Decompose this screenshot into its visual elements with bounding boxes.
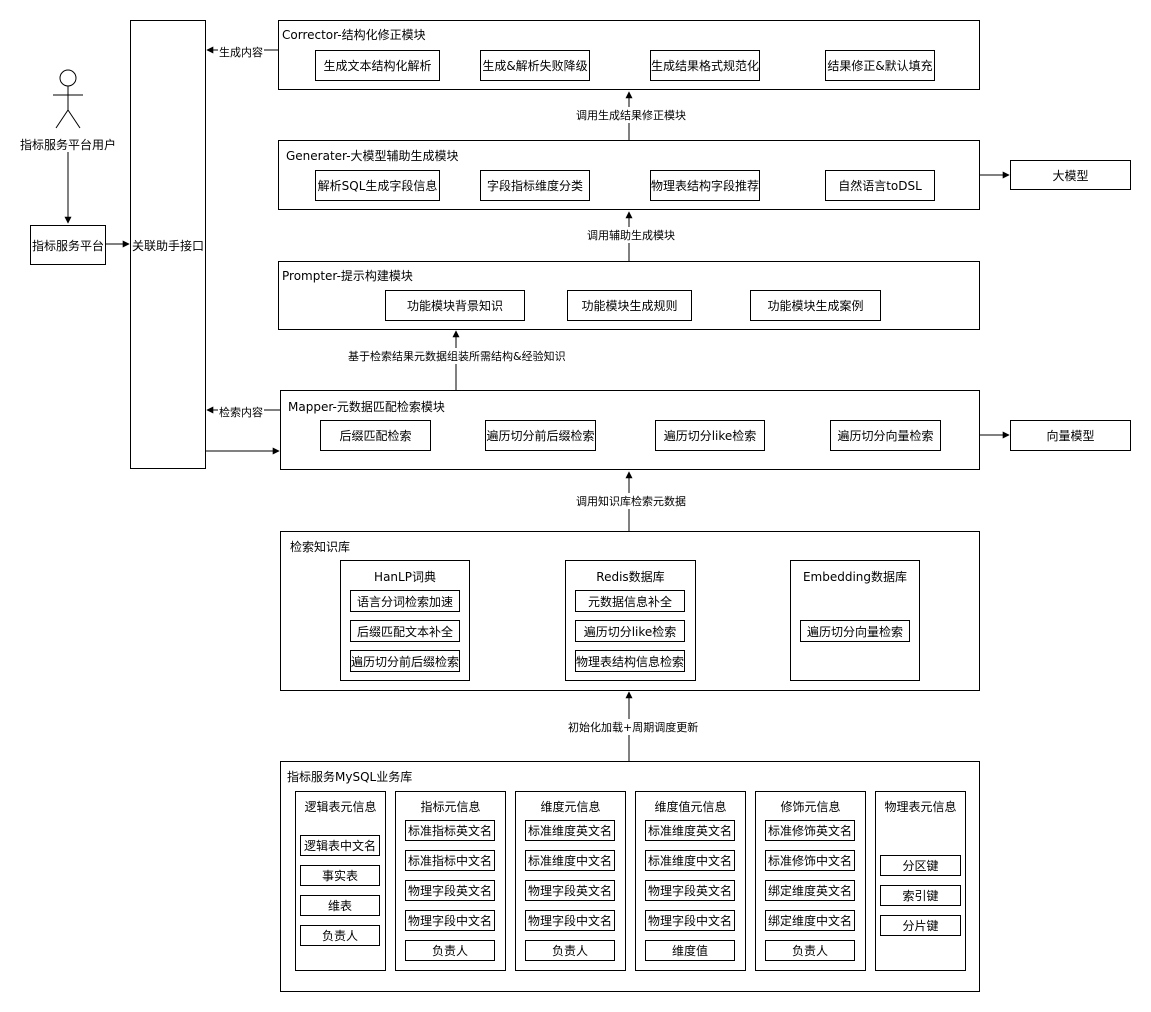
corrector-item: 生成结果格式规范化 — [650, 50, 760, 81]
user-icon — [53, 69, 83, 129]
mysql-group-title: 指标元信息 — [420, 800, 481, 814]
kb-redis-item: 遍历切分like检索 — [575, 620, 685, 642]
kb-hanlp-item: 后缀匹配文本补全 — [350, 620, 460, 642]
mysql-group-title: 维度值元信息 — [654, 800, 727, 814]
mysql-group-item: 物理字段英文名 — [525, 880, 615, 901]
mysql-group-item: 逻辑表中文名 — [300, 835, 380, 856]
edge-label-call-kb: 调用知识库检索元数据 — [575, 493, 687, 509]
mysql-group-item: 物理字段英文名 — [405, 880, 495, 901]
generator-item: 字段指标维度分类 — [480, 170, 590, 201]
corrector-item: 生成文本结构化解析 — [315, 50, 440, 81]
mysql-group-item: 维表 — [300, 895, 380, 916]
edge-label-init-load: 初始化加载+周期调度更新 — [567, 719, 700, 735]
mysql-group-physical — [875, 791, 966, 971]
mapper-item: 遍历切分向量检索 — [830, 420, 941, 451]
mysql-group-item: 绑定维度中文名 — [765, 910, 855, 931]
kb-embedding-title: Embedding数据库 — [802, 570, 908, 584]
interface-box — [130, 20, 206, 469]
edge-label-call-generator: 调用辅助生成模块 — [586, 227, 676, 243]
kb-hanlp-title: HanLP词典 — [374, 570, 436, 584]
mysql-group-item: 物理字段中文名 — [645, 910, 735, 931]
mysql-group-item: 分片键 — [880, 915, 961, 936]
generator-item: 物理表结构字段推荐 — [650, 170, 760, 201]
edge-label-call-corrector: 调用生成结果修正模块 — [575, 107, 687, 123]
mysql-group-item: 分区键 — [880, 855, 961, 876]
mysql-group-item: 绑定维度英文名 — [765, 880, 855, 901]
mysql-group-title: 修饰元信息 — [780, 800, 841, 814]
vector-model-box: 向量模型 — [1010, 420, 1131, 451]
kb-hanlp-item: 语言分词检索加速 — [350, 590, 460, 612]
generator-item: 自然语言toDSL — [825, 170, 935, 201]
mysql-group-item: 物理字段英文名 — [645, 880, 735, 901]
mapper-item: 遍历切分like检索 — [655, 420, 765, 451]
mysql-title: 指标服务MySQL业务库 — [287, 770, 413, 784]
mapper-item: 后缀匹配检索 — [320, 420, 431, 451]
kb-redis-item: 元数据信息补全 — [575, 590, 685, 612]
prompter-item: 功能模块生成规则 — [567, 290, 692, 321]
mysql-group-item: 物理字段中文名 — [525, 910, 615, 931]
user-label: 指标服务平台用户 — [20, 138, 117, 152]
mysql-group-item: 物理字段中文名 — [405, 910, 495, 931]
prompter-item: 功能模块背景知识 — [385, 290, 525, 321]
mysql-group-item: 索引键 — [880, 885, 961, 906]
mysql-group-item: 维度值 — [645, 940, 735, 961]
mysql-group-item: 负责人 — [765, 940, 855, 961]
mysql-group-item: 标准指标中文名 — [405, 850, 495, 871]
mysql-group-item: 标准维度英文名 — [525, 820, 615, 841]
mysql-group-item: 负责人 — [525, 940, 615, 961]
prompter-item: 功能模块生成案例 — [750, 290, 881, 321]
interface-label: 关联助手接口 — [132, 239, 205, 253]
mysql-group-item: 标准修饰英文名 — [765, 820, 855, 841]
mysql-group-item: 负责人 — [300, 925, 380, 946]
mapper-item: 遍历切分前后缀检索 — [485, 420, 596, 451]
kb-redis-title: Redis数据库 — [596, 570, 665, 584]
prompter-title: Prompter-提示构建模块 — [282, 269, 413, 283]
mysql-group-item: 标准维度中文名 — [525, 850, 615, 871]
generator-item: 解析SQL生成字段信息 — [315, 170, 440, 201]
mapper-title: Mapper-元数据匹配检索模块 — [288, 400, 445, 414]
mysql-group-item: 标准维度英文名 — [645, 820, 735, 841]
mysql-group-title: 逻辑表元信息 — [304, 800, 377, 814]
mysql-group-title: 维度元信息 — [540, 800, 601, 814]
kb-hanlp-item: 遍历切分前后缀检索 — [350, 650, 460, 672]
platform-box: 指标服务平台 — [30, 225, 106, 265]
mysql-group-item: 标准维度中文名 — [645, 850, 735, 871]
kb-embedding-item: 遍历切分向量检索 — [800, 620, 910, 642]
kb-redis-item: 物理表结构信息检索 — [575, 650, 685, 672]
edge-label-gen-content: 生成内容 — [218, 44, 264, 60]
generator-title: Generater-大模型辅助生成模块 — [286, 149, 459, 163]
mysql-group-item: 事实表 — [300, 865, 380, 886]
corrector-title: Corrector-结构化修正模块 — [282, 28, 426, 42]
corrector-item: 结果修正&默认填充 — [825, 50, 935, 81]
kb-title: 检索知识库 — [290, 540, 351, 554]
mysql-group-item: 负责人 — [405, 940, 495, 961]
corrector-item: 生成&解析失败降级 — [480, 50, 590, 81]
mysql-group-item: 标准指标英文名 — [405, 820, 495, 841]
llm-box: 大模型 — [1010, 160, 1131, 190]
mysql-group-title: 物理表元信息 — [884, 800, 957, 814]
edge-label-search-content: 检索内容 — [218, 404, 264, 420]
mysql-group-item: 标准修饰中文名 — [765, 850, 855, 871]
edge-label-assemble: 基于检索结果元数据组装所需结构&经验知识 — [347, 348, 567, 364]
